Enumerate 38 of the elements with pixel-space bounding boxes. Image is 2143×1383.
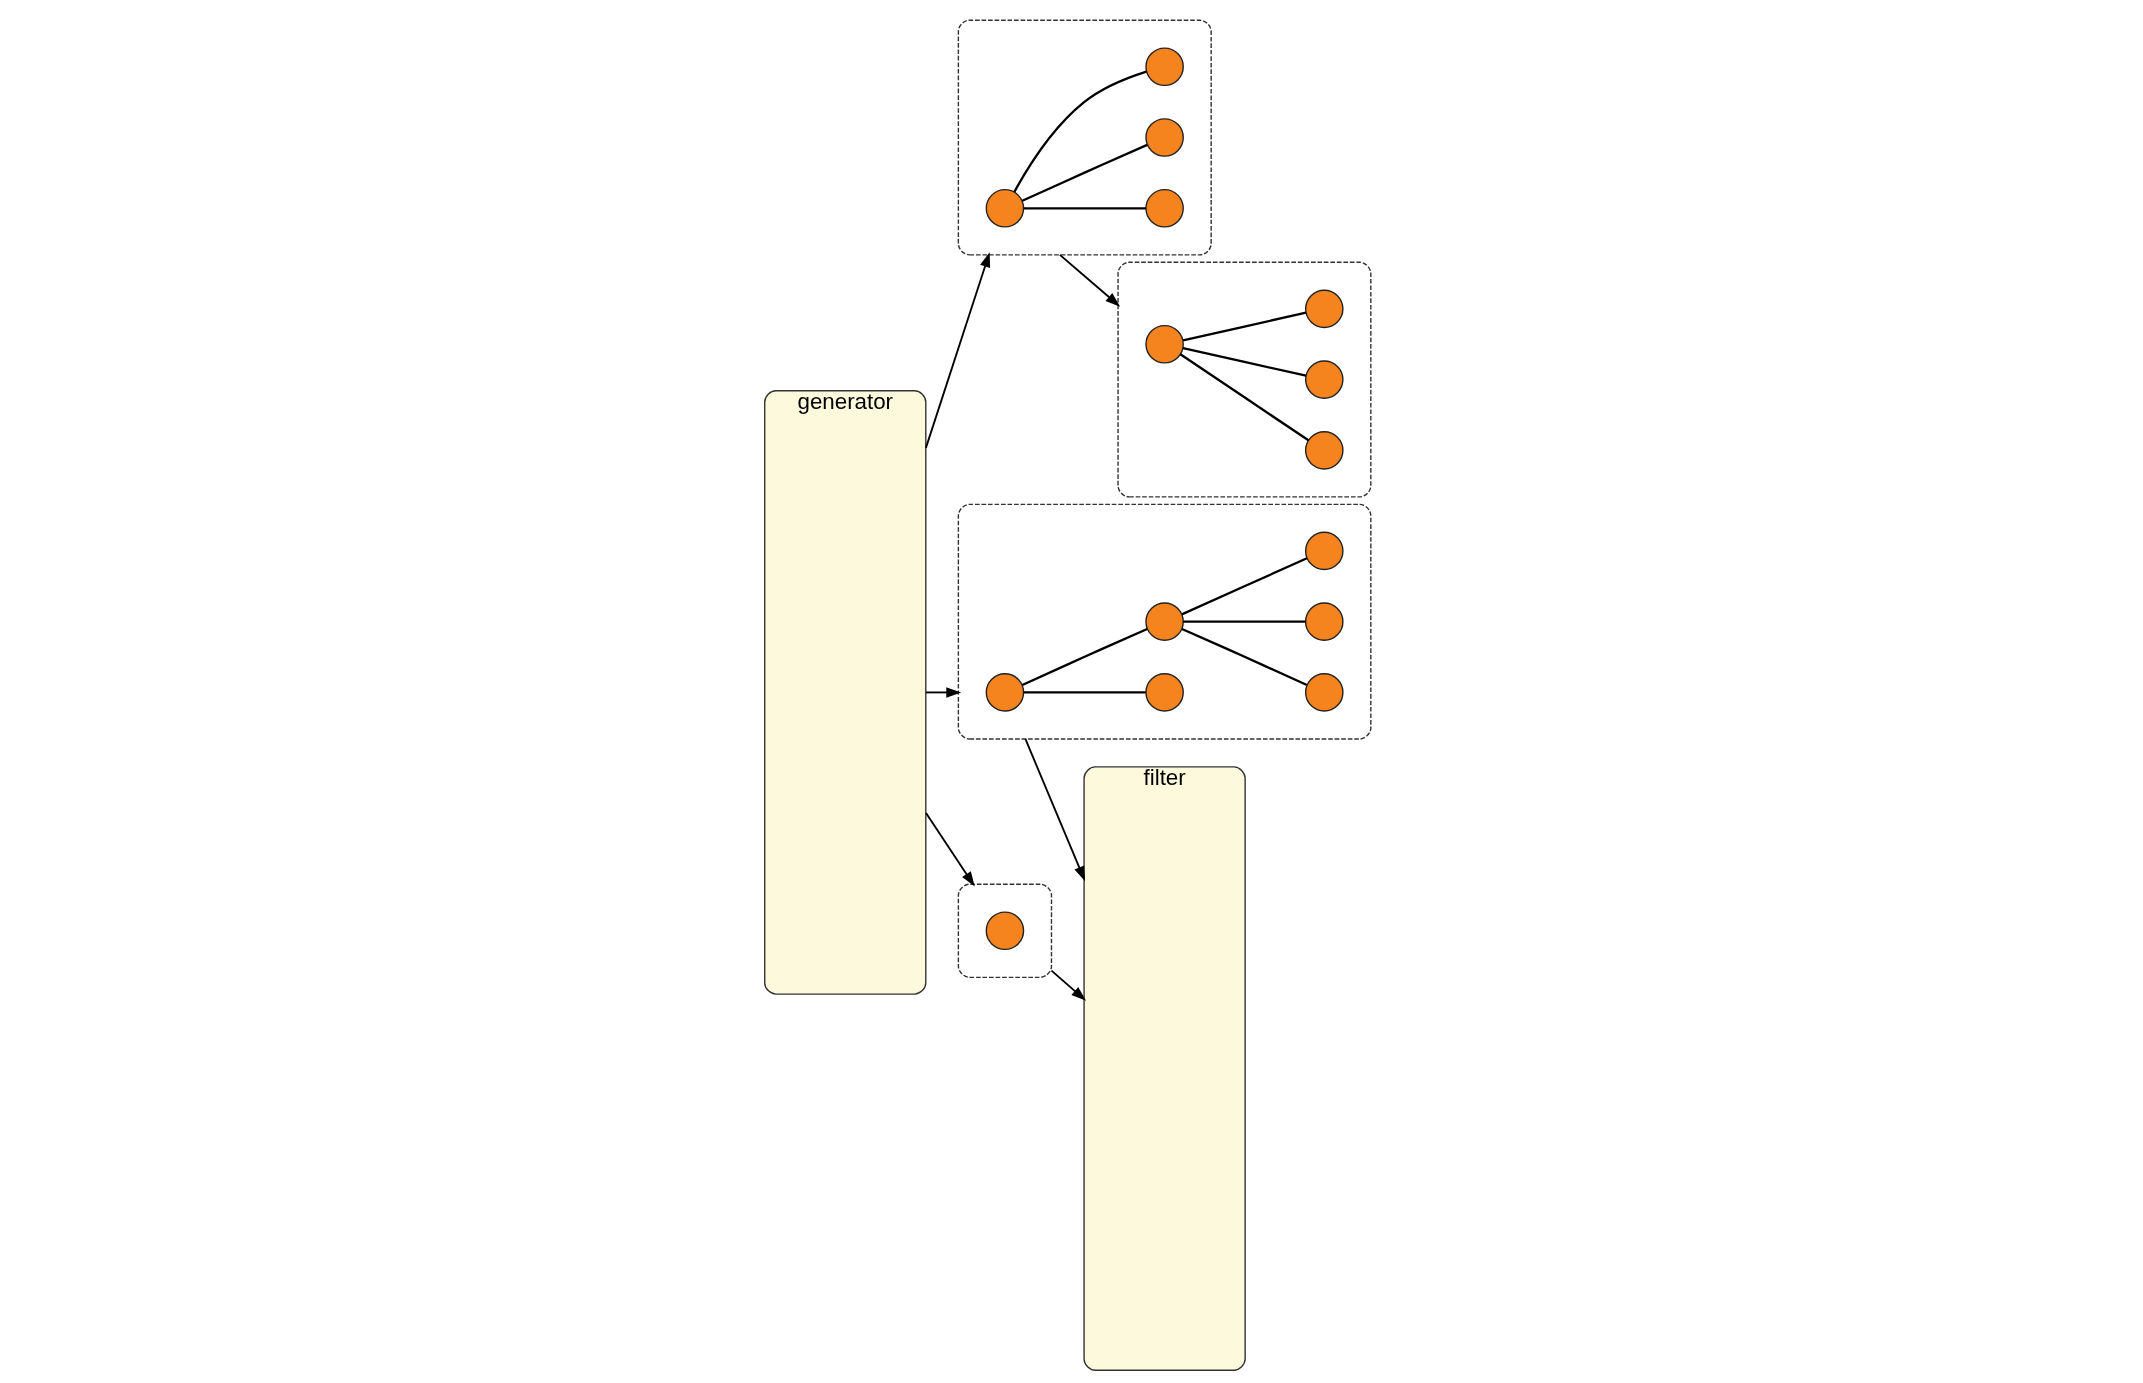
- arrow: [1024, 738, 1086, 882]
- connector: [1023, 207, 1146, 210]
- arrow: [1059, 253, 1121, 307]
- node-circle: [1145, 673, 1184, 712]
- node-circle: [1304, 602, 1344, 641]
- arrow: [924, 252, 991, 449]
- connector: [1021, 627, 1148, 686]
- arrow: [925, 812, 975, 887]
- connector: [1179, 353, 1310, 442]
- node-circle: [985, 673, 1025, 712]
- node-circle: [985, 911, 1025, 951]
- node-box: generator: [764, 390, 927, 995]
- node-circle: [1145, 47, 1184, 87]
- node-circle: [1145, 324, 1184, 364]
- cluster: [957, 19, 1212, 256]
- cluster: [957, 883, 1053, 979]
- node-circle: [1145, 118, 1184, 157]
- connector: [1182, 311, 1307, 342]
- node-circle: [1304, 531, 1344, 571]
- connector: [1181, 557, 1308, 616]
- cluster: [957, 503, 1372, 740]
- connector: [1023, 691, 1146, 694]
- connector: [1182, 347, 1307, 377]
- node-circle: [985, 188, 1025, 228]
- connector: [1183, 620, 1306, 623]
- node-circle: [1145, 188, 1184, 228]
- node-circle: [1145, 602, 1184, 641]
- node-circle: [1304, 289, 1344, 329]
- connector: [1021, 143, 1148, 202]
- connector: [1013, 70, 1147, 193]
- node-circle: [1304, 431, 1344, 470]
- arrow: [1050, 969, 1087, 1001]
- node-circle: [1304, 673, 1344, 712]
- node-box: filter: [1083, 766, 1246, 1371]
- arrow: [925, 687, 962, 698]
- node-circle: [1304, 360, 1344, 399]
- connector: [1181, 627, 1308, 686]
- cluster: [1117, 261, 1372, 498]
